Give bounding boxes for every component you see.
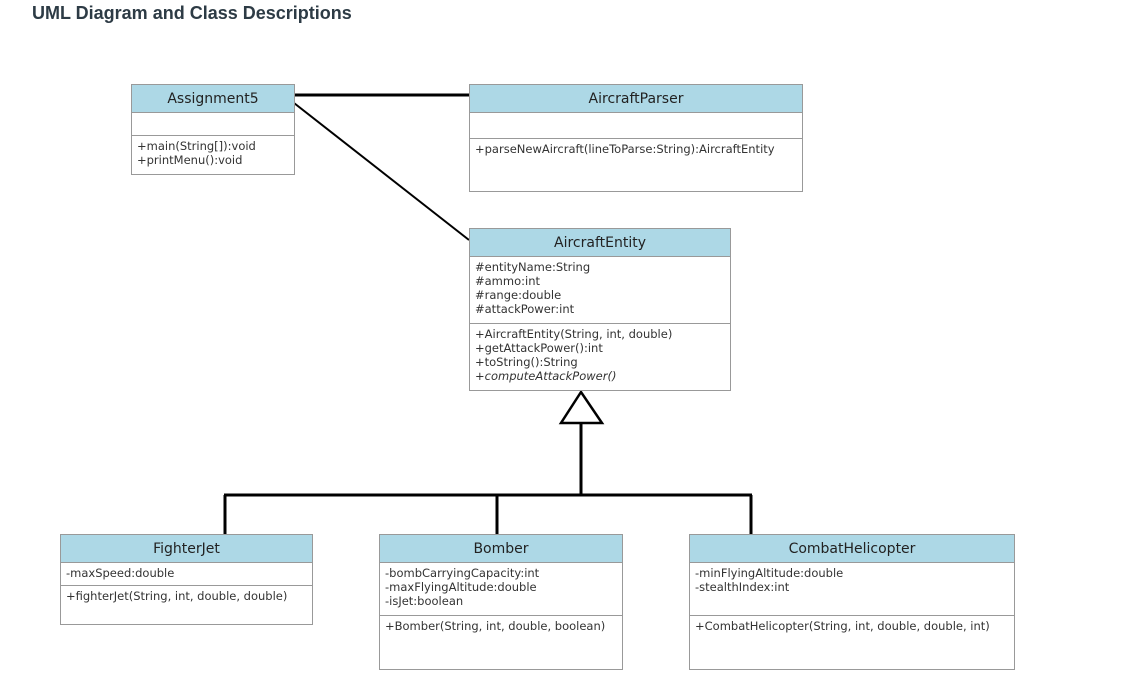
attribute: #ammo:int bbox=[475, 274, 540, 288]
class-fighter-jet: FighterJet -maxSpeed:double +fighterJet(… bbox=[60, 534, 313, 625]
method: +toString():String bbox=[475, 355, 578, 369]
methods: +main(String[]):void +printMenu():void bbox=[132, 136, 294, 170]
method: +Bomber(String, int, double, boolean) bbox=[385, 619, 606, 633]
attribute: #range:double bbox=[475, 288, 562, 302]
class-assignment5: Assignment5 +main(String[]):void +printM… bbox=[131, 84, 295, 175]
class-aircraft-entity: AircraftEntity #entityName:String #ammo:… bbox=[469, 228, 731, 391]
attribute: #entityName:String bbox=[475, 260, 591, 274]
method: +AircraftEntity(String, int, double) bbox=[475, 327, 673, 341]
method: +parseNewAircraft(lineToParse:String):Ai… bbox=[475, 142, 775, 156]
association-assignment5-entity bbox=[293, 102, 470, 241]
methods: +fighterJet(String, int, double, double) bbox=[61, 586, 312, 606]
class-name: AircraftEntity bbox=[470, 229, 730, 257]
attribute: -stealthIndex:int bbox=[695, 580, 790, 594]
method: +CombatHelicopter(String, int, double, d… bbox=[695, 619, 990, 633]
class-name: Assignment5 bbox=[132, 85, 294, 113]
class-name: AircraftParser bbox=[470, 85, 802, 113]
attribute: -maxSpeed:double bbox=[66, 566, 175, 580]
class-bomber: Bomber -bombCarryingCapacity:int -maxFly… bbox=[379, 534, 623, 670]
attributes bbox=[470, 113, 802, 139]
method: +printMenu():void bbox=[137, 153, 243, 167]
class-name: CombatHelicopter bbox=[690, 535, 1014, 563]
page-title: UML Diagram and Class Descriptions bbox=[32, 3, 352, 23]
class-aircraft-parser: AircraftParser +parseNewAircraft(lineToP… bbox=[469, 84, 803, 192]
methods: +Bomber(String, int, double, boolean) bbox=[380, 616, 622, 636]
abstract-method: +computeAttackPower() bbox=[475, 369, 617, 383]
method: +getAttackPower():int bbox=[475, 341, 603, 355]
class-combat-helicopter: CombatHelicopter -minFlyingAltitude:doub… bbox=[689, 534, 1015, 670]
methods: +parseNewAircraft(lineToParse:String):Ai… bbox=[470, 139, 802, 159]
attribute: #attackPower:int bbox=[475, 302, 575, 316]
attributes: -maxSpeed:double bbox=[61, 563, 312, 586]
class-name: FighterJet bbox=[61, 535, 312, 563]
attribute: -bombCarryingCapacity:int bbox=[385, 566, 540, 580]
method: +fighterJet(String, int, double, double) bbox=[66, 589, 288, 603]
methods: +CombatHelicopter(String, int, double, d… bbox=[690, 616, 1014, 636]
attributes bbox=[132, 113, 294, 136]
class-name: Bomber bbox=[380, 535, 622, 563]
attributes: -bombCarryingCapacity:int -maxFlyingAlti… bbox=[380, 563, 622, 616]
attribute: -minFlyingAltitude:double bbox=[695, 566, 844, 580]
attributes: #entityName:String #ammo:int #range:doub… bbox=[470, 257, 730, 324]
attributes: -minFlyingAltitude:double -stealthIndex:… bbox=[690, 563, 1014, 616]
method: +main(String[]):void bbox=[137, 139, 256, 153]
attribute: -maxFlyingAltitude:double bbox=[385, 580, 537, 594]
methods: +AircraftEntity(String, int, double) +ge… bbox=[470, 324, 730, 386]
inheritance-arrow bbox=[558, 389, 605, 425]
attribute: -isJet:boolean bbox=[385, 594, 464, 608]
